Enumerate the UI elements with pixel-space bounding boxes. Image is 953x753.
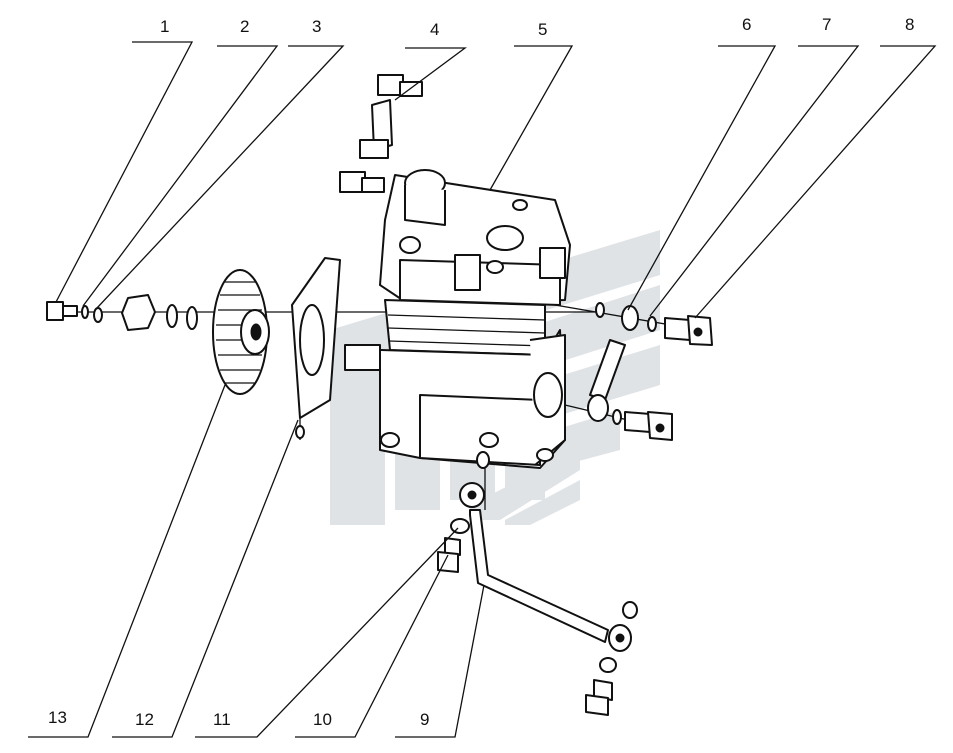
callout-4: 4 [430,20,439,39]
callout-10: 10 [313,710,332,729]
callout-7: 7 [822,15,831,34]
cylinder-head-part [379,169,571,306]
callout-13: 13 [48,708,67,727]
callout-labels: 1 2 3 4 5 6 7 8 9 10 11 12 13 [48,15,914,729]
callout-9: 9 [420,710,429,729]
crankcase-part [344,329,566,469]
callout-8: 8 [905,15,914,34]
cylinder-fins-part [384,299,546,356]
callout-5: 5 [538,20,547,39]
callout-6: 6 [742,15,751,34]
front-fasteners-part [46,294,198,331]
callout-1: 1 [160,17,169,36]
callout-11: 11 [213,710,231,729]
callout-3: 3 [312,17,321,36]
leader-lines [28,41,937,738]
callout-2: 2 [240,17,249,36]
drive-gear-part [212,269,270,395]
gasket-plate-part [291,257,341,439]
callout-12: 12 [135,710,154,729]
top-fitting-part [339,74,423,193]
right-fittings-part [587,302,713,441]
oil-line-part [437,451,638,716]
